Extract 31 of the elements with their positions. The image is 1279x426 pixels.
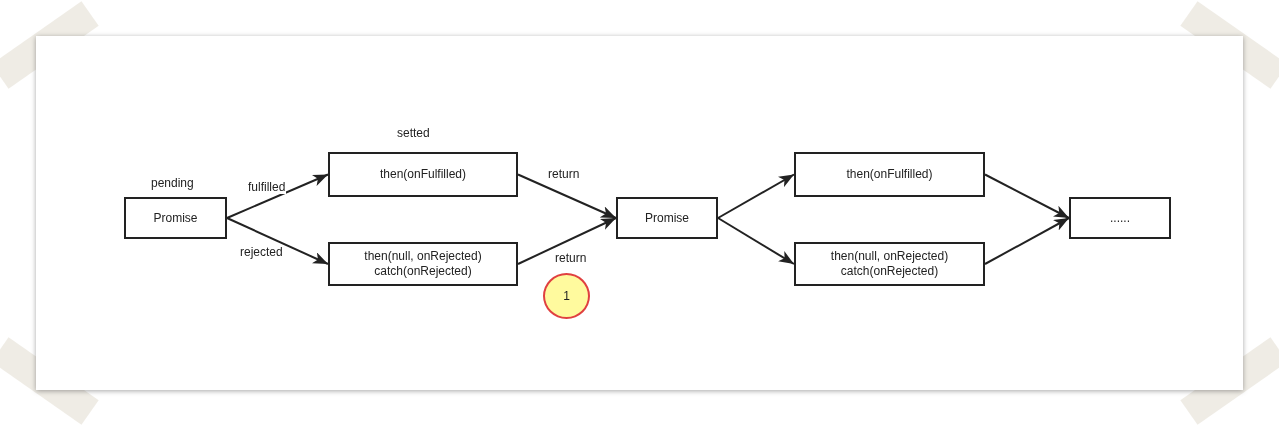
edge-label: return [547,167,581,181]
node-text: then(onFulfilled) [846,167,933,182]
arrow [517,217,617,265]
state-label: pending [150,176,195,190]
node-text: Promise [153,210,198,226]
process-box [616,197,718,239]
process-box [124,197,227,239]
arrow [517,173,617,219]
arrow [226,217,329,265]
process-box [794,242,985,286]
process-box [328,242,518,286]
node-text: then(null, onRejected) [364,249,482,264]
process-box [794,152,985,197]
edge-label: fulfilled [247,180,287,194]
arrow [984,173,1070,219]
node-text: catch(onRejected) [840,264,939,279]
node-text: then(onFulfilled) [379,167,466,182]
edge-label: rejected [239,245,284,259]
arrow [226,173,329,219]
edge-label: return [554,251,588,265]
arrow [984,217,1070,265]
process-box [1069,197,1171,239]
node-text: 1 [563,288,570,304]
state-label: setted [396,126,431,140]
node-text: Promise [645,210,689,226]
node-text: catch(onRejected) [374,264,472,279]
node-text: ...... [1110,210,1130,226]
node-text: then(null, onRejected) [830,249,949,264]
arrow [717,173,795,219]
arrow [717,217,795,265]
process-box [328,152,518,197]
